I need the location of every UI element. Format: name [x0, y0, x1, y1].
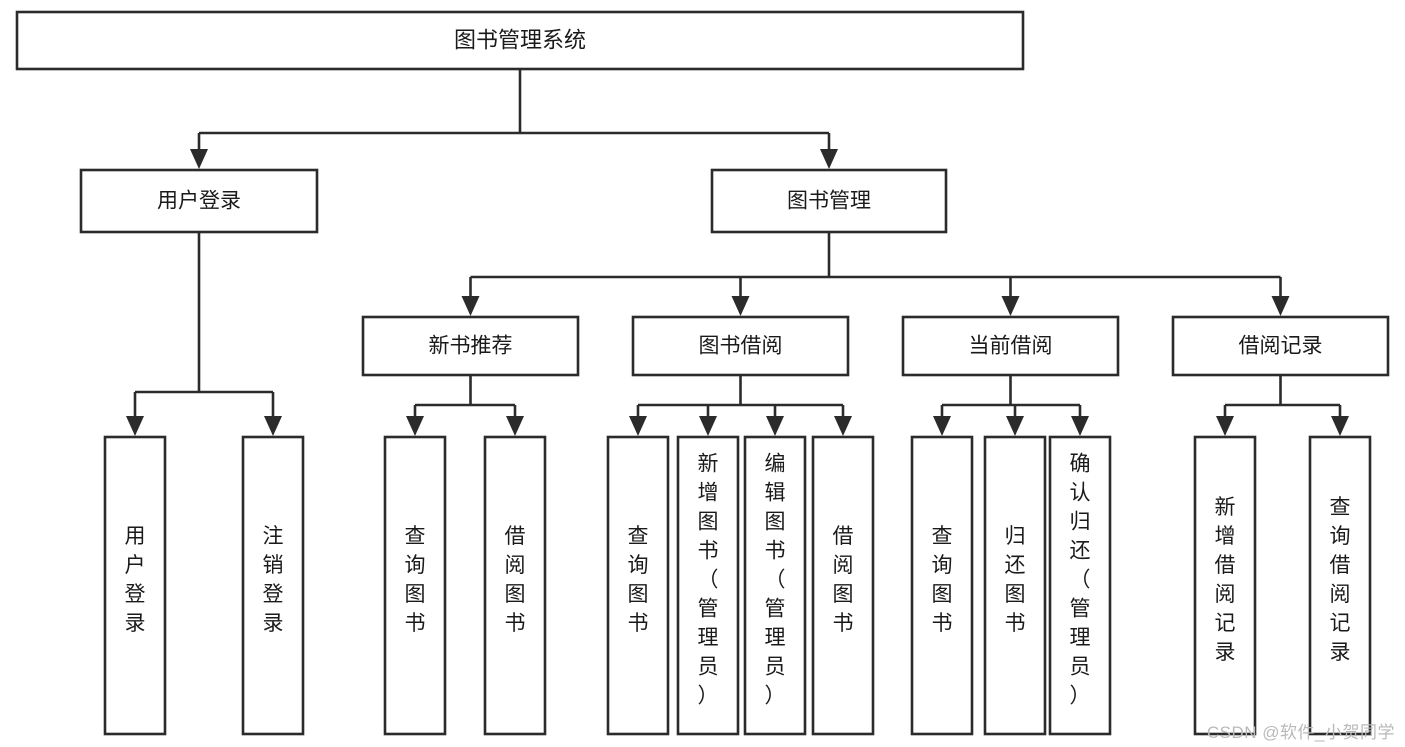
arrow-leaf-query-book-2 [629, 416, 647, 436]
node-label-leaf-query-record: 查询借阅记录 [1330, 496, 1351, 664]
node-book-manage[interactable]: 图书管理 [710, 168, 948, 234]
node-leaf-return-book[interactable]: 归还图书 [983, 435, 1047, 736]
arrow-leaf-query-book-1 [406, 416, 424, 436]
node-leaf-add-book[interactable]: 新增图书（管理员） [676, 435, 740, 736]
node-leaf-add-record[interactable]: 新增借阅记录 [1193, 435, 1257, 736]
node-label-leaf-borrow-book-2: 借阅图书 [833, 525, 854, 635]
node-user-login[interactable]: 用户登录 [79, 168, 319, 234]
arrow-leaf-add-book [699, 416, 717, 436]
node-label-book-borrow: 图书借阅 [699, 335, 783, 358]
node-label-leaf-confirm-return: 确认归还（管理员） [1070, 453, 1091, 708]
node-leaf-query-book-2[interactable]: 查询图书 [606, 435, 670, 736]
node-box-user-login [79, 168, 319, 234]
node-box-leaf-logout [241, 435, 305, 736]
node-leaf-borrow-book-1[interactable]: 借阅图书 [483, 435, 547, 736]
node-leaf-query-book-1[interactable]: 查询图书 [383, 435, 447, 736]
node-box-leaf-query-book-2 [606, 435, 670, 736]
node-box-leaf-edit-book [743, 435, 807, 736]
node-label-root: 图书管理系统 [454, 27, 586, 52]
node-box-leaf-add-book [676, 435, 740, 736]
arrow-new-book-rec [461, 296, 480, 316]
node-box-leaf-add-record [1193, 435, 1257, 736]
arrow-user-login [190, 149, 208, 169]
arrow-leaf-user-login [126, 416, 144, 436]
node-box-leaf-borrow-book-1 [483, 435, 547, 736]
node-leaf-borrow-book-2[interactable]: 借阅图书 [811, 435, 875, 736]
node-label-leaf-query-book-2: 查询图书 [628, 525, 649, 635]
arrow-leaf-borrow-book-2 [834, 416, 852, 436]
arrow-borrow-record [1271, 296, 1290, 316]
node-label-leaf-query-book-3: 查询图书 [932, 525, 953, 635]
node-label-user-login: 用户登录 [157, 190, 241, 213]
node-label-leaf-edit-book: 编辑图书（管理员） [765, 453, 786, 708]
connector-layer [126, 69, 1349, 436]
node-label-leaf-return-book: 归还图书 [1005, 525, 1026, 635]
node-current-borrow[interactable]: 当前借阅 [901, 315, 1120, 377]
arrow-leaf-add-record [1216, 416, 1234, 436]
node-book-borrow[interactable]: 图书借阅 [631, 315, 850, 377]
arrow-leaf-confirm-return [1071, 416, 1089, 436]
arrow-book-manage [820, 149, 838, 169]
node-box-new-book-rec [361, 315, 580, 377]
node-box-borrow-record [1171, 315, 1390, 377]
node-label-leaf-user-login: 用户登录 [125, 525, 146, 635]
node-label-leaf-add-record: 新增借阅记录 [1215, 496, 1236, 664]
arrow-book-borrow [731, 296, 750, 316]
node-label-leaf-borrow-book-1: 借阅图书 [505, 525, 526, 635]
node-leaf-query-record[interactable]: 查询借阅记录 [1308, 435, 1372, 736]
node-leaf-query-book-3[interactable]: 查询图书 [910, 435, 974, 736]
node-box-book-manage [710, 168, 948, 234]
node-label-book-manage: 图书管理 [787, 190, 871, 213]
node-label-borrow-record: 借阅记录 [1239, 335, 1323, 358]
node-new-book-rec[interactable]: 新书推荐 [361, 315, 580, 377]
node-leaf-confirm-return[interactable]: 确认归还（管理员） [1048, 435, 1112, 736]
arrow-leaf-borrow-book-1 [506, 416, 524, 436]
node-box-leaf-query-book-3 [910, 435, 974, 736]
node-box-leaf-user-login [103, 435, 167, 736]
node-box-current-borrow [901, 315, 1120, 377]
arrow-current-borrow [1001, 296, 1020, 316]
arrow-leaf-query-book-3 [933, 416, 951, 436]
node-label-leaf-query-book-1: 查询图书 [405, 525, 426, 635]
node-root[interactable]: 图书管理系统 [15, 10, 1025, 71]
node-box-leaf-borrow-book-2 [811, 435, 875, 736]
node-layer: 图书管理系统用户登录图书管理新书推荐图书借阅当前借阅借阅记录用户登录注销登录查询… [15, 10, 1390, 736]
node-leaf-logout[interactable]: 注销登录 [241, 435, 305, 736]
node-leaf-edit-book[interactable]: 编辑图书（管理员） [743, 435, 807, 736]
node-label-leaf-add-book: 新增图书（管理员） [698, 453, 719, 708]
node-box-leaf-confirm-return [1048, 435, 1112, 736]
node-label-leaf-logout: 注销登录 [263, 525, 284, 635]
node-label-new-book-rec: 新书推荐 [429, 335, 513, 358]
node-box-root [15, 10, 1025, 71]
arrow-leaf-query-record [1331, 416, 1349, 436]
arrow-leaf-edit-book [766, 416, 784, 436]
arrow-leaf-logout [264, 416, 282, 436]
node-leaf-user-login[interactable]: 用户登录 [103, 435, 167, 736]
csdn-watermark: CSDN @软件_小贺同学 [1206, 723, 1395, 742]
arrow-leaf-return-book [1006, 416, 1024, 436]
node-box-leaf-query-book-1 [383, 435, 447, 736]
node-borrow-record[interactable]: 借阅记录 [1171, 315, 1390, 377]
node-label-current-borrow: 当前借阅 [969, 335, 1053, 358]
node-box-leaf-query-record [1308, 435, 1372, 736]
node-box-leaf-return-book [983, 435, 1047, 736]
node-box-book-borrow [631, 315, 850, 377]
